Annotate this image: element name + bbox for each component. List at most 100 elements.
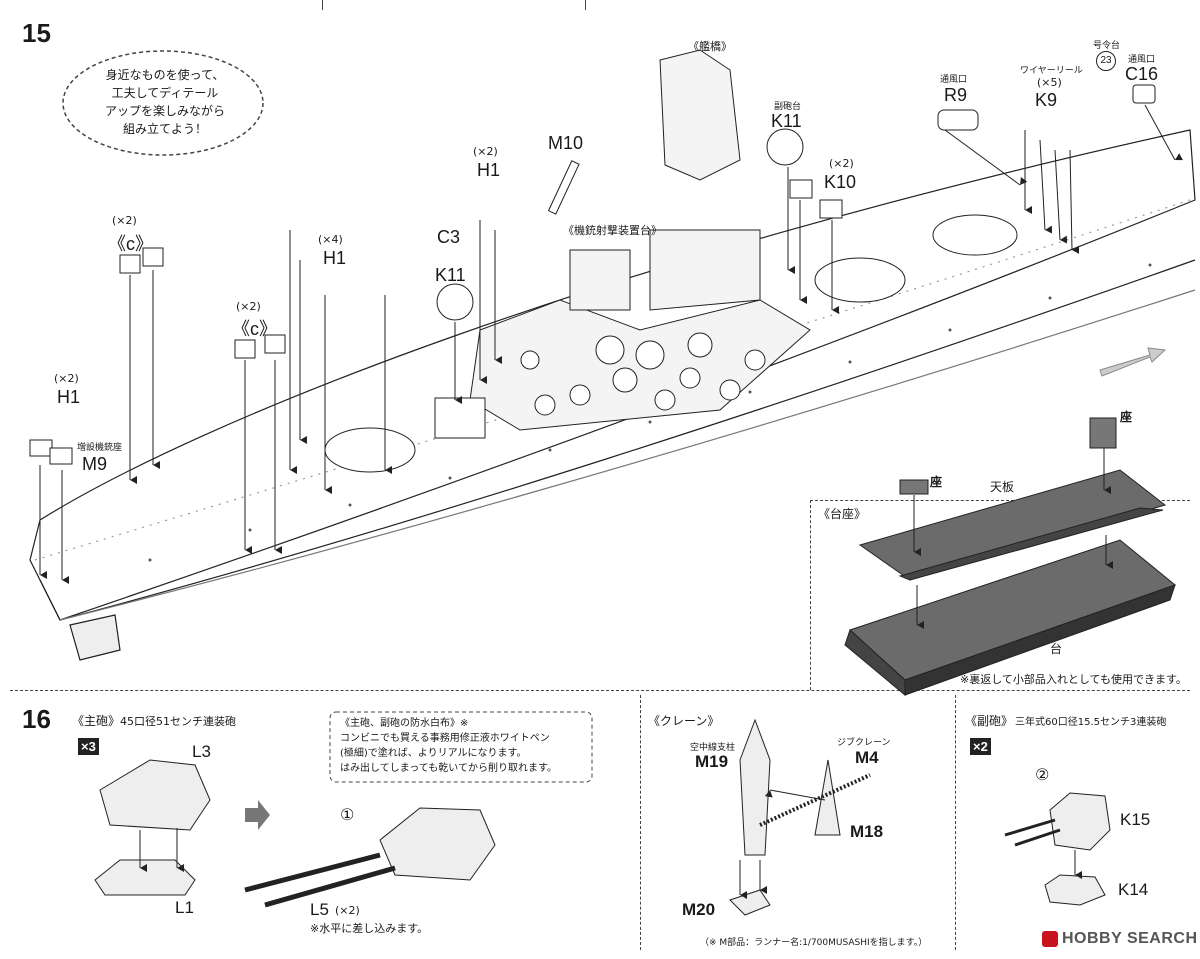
- tip-line: コンビニでも買える事務用修正液ホワイトペン: [340, 733, 550, 744]
- circled-number: 23: [1096, 51, 1116, 71]
- part-label-M20: M20: [682, 900, 716, 919]
- count-label: (×2): [335, 904, 360, 917]
- extra-mount-label: 増設機銃座: [77, 443, 123, 453]
- main-gun-arrows: [139, 828, 184, 872]
- part-label-K11: K11: [435, 265, 466, 285]
- deck-details: [148, 263, 1152, 562]
- part-label-K15: K15: [1120, 810, 1151, 829]
- tip-line: (極細)で塗れば、よりリアルになります。: [340, 748, 527, 759]
- part-label-L5: L5: [310, 900, 329, 919]
- assembly-arrows: [39, 104, 1184, 584]
- crane-section-border: [640, 695, 641, 950]
- part-label-M9: M9: [82, 454, 108, 474]
- part-label-K11: K11: [771, 111, 802, 131]
- horizontal-note: ※水平に差し込みます。: [310, 922, 429, 935]
- number-plate-label: 号令台: [1093, 41, 1121, 51]
- count-label: (×2): [236, 300, 261, 313]
- step-number: 16: [22, 704, 51, 734]
- stand-section-border-top: [810, 500, 1190, 501]
- top-edge-right: [585, 0, 586, 10]
- gun-platform-part: [434, 397, 486, 439]
- stand-section-border-left: [810, 500, 811, 690]
- tip-box: [329, 711, 593, 783]
- stand-title: 《台座》: [818, 507, 867, 521]
- sub-gun-title: 《副砲》: [965, 714, 1014, 728]
- circled-two: ②: [1035, 765, 1050, 784]
- count-label: (×4): [318, 233, 343, 246]
- hint-bubble-text: 身近なものを使って、 工夫してディテール アップを楽しみながら 組み立てよう！: [90, 66, 240, 138]
- main-gun-illustration: [94, 759, 496, 908]
- seat-label: 座: [930, 475, 943, 489]
- hint-line: アップを楽しみながら: [104, 104, 225, 118]
- superstructure: [469, 49, 811, 431]
- part-label-M18: M18: [850, 822, 884, 841]
- hint-line: 身近なものを使って、: [105, 68, 225, 82]
- circled-number-text: 23: [1100, 55, 1112, 66]
- part-label-c: 《c》: [232, 319, 277, 339]
- part-label-H1: H1: [323, 248, 347, 268]
- part-label-M19: M19: [695, 752, 729, 771]
- stand-illustration: [844, 417, 1177, 697]
- top-edge-left: [322, 0, 323, 10]
- quantity-badge: ×3: [78, 738, 99, 755]
- part-label-H1: H1: [57, 387, 81, 407]
- quantity-badge: ×2: [970, 738, 991, 755]
- count-label: (×2): [112, 214, 137, 227]
- main-gun-subtitle: 45口径51センチ連装砲: [120, 715, 236, 728]
- crane-footnote: （※ M部品：ランナー名:1/700MUSASHIを指します。）: [700, 938, 928, 948]
- part-label-M10: M10: [548, 133, 584, 153]
- part-label-H1: H1: [477, 160, 501, 180]
- turret-barbettes: [324, 214, 1018, 473]
- bridge-label: 《艦橋》: [688, 40, 732, 53]
- top-plate-label: 天板: [990, 480, 1015, 494]
- circled-one: ①: [340, 805, 355, 824]
- crane-title: 《クレーン》: [648, 714, 720, 728]
- count-label: (×2): [473, 145, 498, 158]
- vent-label: 通風口: [940, 75, 968, 85]
- part-label-L3: L3: [192, 742, 211, 761]
- jib-label: ジブクレーン: [837, 738, 891, 748]
- part-label-L1: L1: [175, 898, 194, 917]
- stand-note: ※裏返して小部品入れとしても使用できます。: [960, 673, 1187, 686]
- sub-gun-base-label: 副砲台: [774, 102, 802, 112]
- vent-label: 通風口: [1128, 55, 1156, 65]
- main-gun-title: 《主砲》: [72, 714, 121, 728]
- watermark-text: HOBBY SEARCH: [1062, 930, 1198, 947]
- crane-arrows: [739, 789, 826, 899]
- hint-line: 組み立てよう！: [122, 122, 207, 136]
- part-label-c: 《c》: [108, 234, 153, 254]
- part-label-K10: K10: [824, 172, 857, 192]
- gun-platform-label: 《機銃射撃装置台》: [563, 224, 662, 237]
- stand-arrows: [913, 448, 1113, 629]
- part-label-K14: K14: [1118, 880, 1149, 899]
- hint-bubble: [62, 50, 264, 156]
- watermark-logo: [1042, 931, 1058, 947]
- count-label: (×2): [829, 157, 854, 170]
- direction-arrow: [1099, 347, 1167, 377]
- step-divider: [10, 690, 1190, 691]
- wire-reel-label: ワイヤーリール: [1020, 66, 1083, 76]
- floating-parts: [29, 84, 1156, 465]
- tip-line: 《主砲、副砲の防水白布》※: [340, 718, 469, 729]
- process-arrow: [245, 800, 270, 830]
- subgun-section-border: [955, 695, 956, 950]
- part-label-K9: K9: [1035, 90, 1058, 110]
- part-label-C16: C16: [1125, 64, 1159, 84]
- count-label: (×5): [1037, 76, 1062, 89]
- step-number: 15: [22, 18, 51, 48]
- aa-mounts: [520, 332, 766, 416]
- crane-illustration: [729, 718, 871, 916]
- mast-label: 空中線支柱: [690, 743, 736, 753]
- part-label-R9: R9: [944, 85, 968, 105]
- seat-label: 座: [1120, 410, 1133, 424]
- sub-gun-subtitle: 三年式60口径15.5センチ3連装砲: [1015, 717, 1167, 728]
- count-label: (×2): [54, 372, 79, 385]
- tip-line: はみ出してしまっても乾いてから削り取れます。: [340, 763, 557, 774]
- part-label-M4: M4: [855, 748, 879, 767]
- part-label-C3: C3: [437, 227, 461, 247]
- base-label: 台: [1050, 642, 1063, 656]
- hint-line: 工夫してディテール: [111, 86, 219, 100]
- tip-text: 《主砲、副砲の防水白布》※ コンビニでも買える事務用修正液ホワイトペン (極細)…: [340, 716, 590, 776]
- sub-gun-illustration: [1004, 792, 1111, 906]
